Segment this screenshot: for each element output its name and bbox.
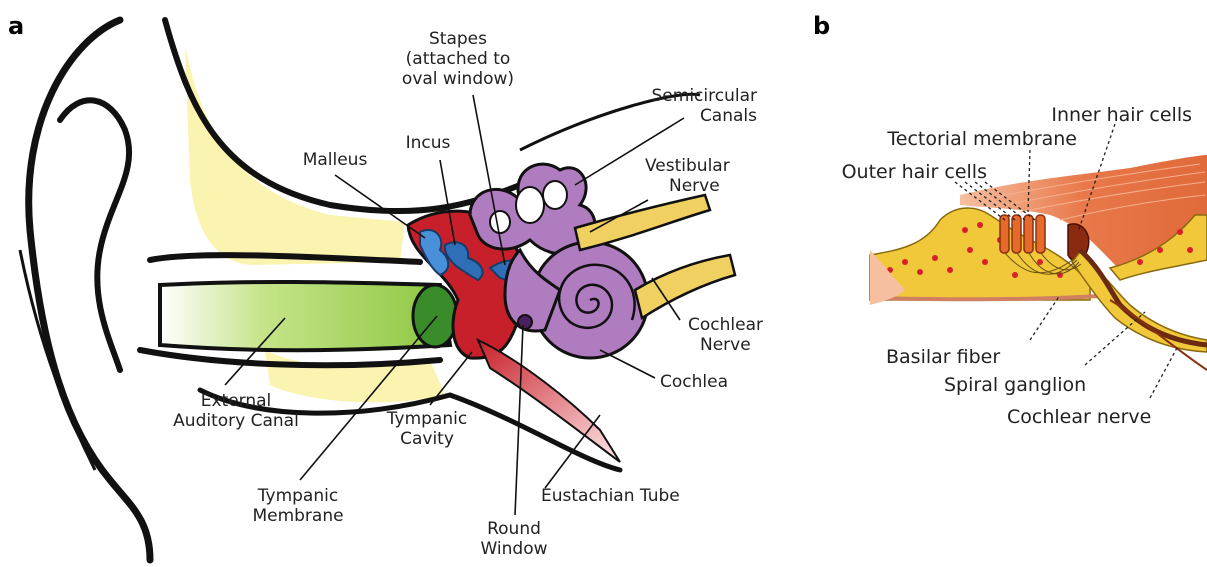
temporal-bone-lower [265, 350, 445, 402]
label-semicircular-2: Canals [700, 106, 757, 126]
nerve-fiber-lower [1110, 300, 1207, 370]
label-round-window-1: Round [487, 519, 541, 539]
label-vestibular-1: Vestibular [645, 156, 730, 176]
label-stapes-3: oval window) [402, 69, 514, 89]
label-tympanic-cavity-1: Tympanic [386, 409, 467, 429]
label-outer-hair-cells: Outer hair cells [842, 161, 987, 183]
label-tympanic-membrane-2: Membrane [252, 506, 343, 526]
label-tympanic-membrane-1: Tympanic [257, 486, 338, 506]
pinna-inner-fold [60, 100, 129, 370]
label-tympanic-cavity-2: Cavity [400, 429, 454, 449]
label-stapes-1: Stapes [429, 29, 487, 49]
label-cochlear-nerve-b: Cochlear nerve [1007, 406, 1151, 428]
label-malleus: Malleus [303, 150, 368, 170]
label-incus: Incus [406, 133, 451, 153]
label-external-1: External [201, 391, 272, 411]
ear-drawing [20, 20, 735, 560]
organ-of-corti-drawing [870, 155, 1207, 370]
label-basilar-fiber: Basilar fiber [886, 346, 1000, 368]
label-cochlea: Cochlea [660, 372, 728, 392]
cochlear-nerve-shape [635, 255, 735, 318]
round-window-shape [518, 315, 532, 329]
label-external-2: Auditory Canal [173, 411, 299, 431]
panel-a-label: a [8, 12, 24, 40]
temporal-bone-upper [185, 45, 405, 265]
auditory-canal [160, 282, 450, 350]
label-tectorial-membrane: Tectorial membrane [886, 128, 1077, 150]
label-cochlear-nerve-2: Nerve [700, 335, 751, 355]
skull-curve-low [140, 350, 440, 365]
label-cochlear-nerve-1: Cochlear [688, 315, 763, 335]
label-stapes-2: (attached to [406, 49, 511, 69]
panel-b-label: b [813, 12, 830, 40]
label-spiral-ganglion: Spiral ganglion [944, 374, 1086, 396]
organ-body [870, 208, 1090, 300]
label-semicircular-1: Semicircular [652, 86, 757, 106]
label-vestibular-2: Nerve [669, 176, 720, 196]
label-inner-hair-cells: Inner hair cells [1051, 104, 1192, 126]
label-eustachian-tube: Eustachian Tube [541, 486, 680, 506]
label-round-window-2: Window [480, 539, 547, 559]
